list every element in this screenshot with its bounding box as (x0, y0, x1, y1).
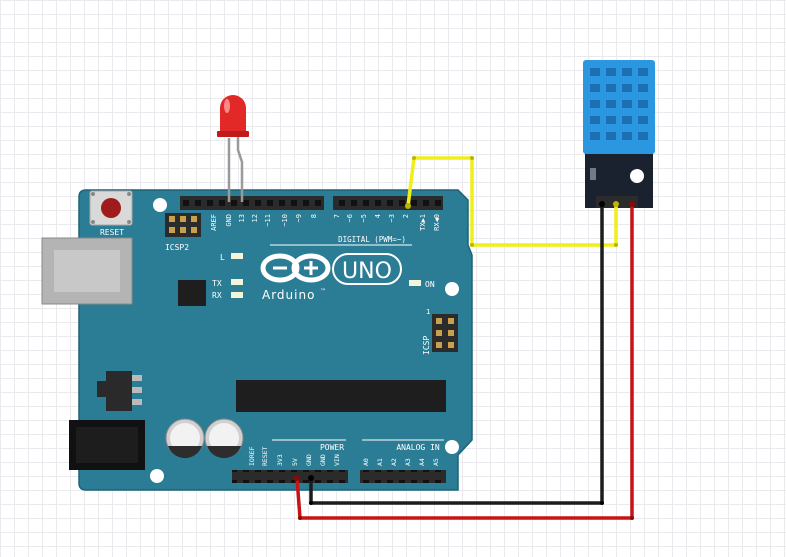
pin-label: 2 (402, 214, 410, 218)
pin-label: 5V (291, 458, 299, 466)
led-highlight (224, 99, 230, 113)
pin-label: GND (319, 454, 327, 466)
usb-connector (41, 237, 133, 305)
pin-label: A2 (390, 458, 398, 466)
digital-label: DIGITAL (PWM=~) (338, 235, 406, 244)
signal-wire (406, 156, 618, 247)
sensor-housing (583, 60, 655, 154)
pin-label: VIN (333, 454, 341, 466)
wire-endpoints (294, 156, 635, 520)
pin-label: ~3 (388, 214, 396, 222)
board-pcb (78, 189, 473, 491)
led-rx-label: RX (212, 291, 222, 300)
arduino-logo (260, 253, 331, 283)
reset-button[interactable] (89, 190, 133, 226)
dht11-sensor (583, 60, 655, 208)
reset-label: RESET (100, 228, 124, 237)
sensor-grille (590, 68, 648, 140)
pin-label: ~5 (360, 214, 368, 222)
pin-label: ~10 (281, 214, 289, 227)
red-led (217, 95, 249, 202)
mounting-hole (445, 282, 459, 296)
digital-pin-labels: AREF GND 13 12 ~11 ~10 ~9 8 7 ~6 ~5 4 ~3… (210, 214, 441, 231)
pin-label: 8 (310, 214, 318, 218)
power-pin-labels: IOREF RESET 3V3 5V GND GND VIN A0 A1 A2 … (248, 446, 440, 466)
uno-label: UNO (342, 259, 392, 284)
led-l (231, 253, 243, 259)
trademark: ™ (320, 288, 326, 295)
icsp-pin1: 1 (426, 308, 430, 316)
usb-chip (178, 280, 206, 306)
pin-label: A1 (376, 458, 384, 466)
icsp2-label: ICSP2 (165, 243, 189, 252)
pin-label: ~9 (295, 214, 303, 222)
pin-label: A5 (432, 458, 440, 466)
capacitor (165, 418, 205, 459)
pin-label: GND (305, 454, 313, 466)
pin-label: ~6 (346, 214, 354, 222)
pin-label: 12 (251, 214, 259, 222)
icsp-label: ICSP (422, 336, 431, 355)
led-rx (231, 292, 243, 298)
pin-label: RESET (261, 446, 269, 466)
pin-label: 4 (374, 214, 382, 218)
led-rim (217, 131, 249, 137)
pin-label: A4 (418, 458, 426, 466)
dc-power-jack (69, 420, 145, 470)
sensor-smd (590, 168, 596, 180)
mounting-hole (150, 469, 164, 483)
pin-label: ~11 (264, 214, 272, 227)
pin-label: TX▶1 (419, 214, 427, 231)
pin-label: A0 (362, 458, 370, 466)
sensor-mount-hole (630, 169, 644, 183)
atmega-chip (236, 380, 446, 412)
gnd-wire (309, 204, 604, 505)
led-body (220, 95, 246, 133)
icsp-header (432, 314, 458, 352)
power-label: POWER (320, 443, 344, 452)
arduino-wordmark: Arduino (262, 288, 315, 302)
pin-label: AREF (210, 214, 218, 231)
capacitor (204, 418, 244, 459)
power-header (232, 470, 348, 483)
mounting-hole (445, 440, 459, 454)
pin-label: 13 (238, 214, 246, 222)
uno-badge (332, 253, 402, 285)
led-tx (231, 279, 243, 285)
pin-label: IOREF (248, 446, 256, 466)
analog-header (360, 470, 446, 483)
led-l-label: L (220, 253, 225, 262)
pin-label: A3 (404, 458, 412, 466)
vcc-wire (295, 204, 634, 520)
digital-header-left (180, 196, 324, 210)
led-on (409, 280, 421, 286)
analog-label: ANALOG IN (396, 443, 440, 452)
led-leg-anode (236, 136, 244, 202)
voltage-regulator (97, 371, 142, 411)
arduino-uno-board: RESET ICSP2 AREF GND 13 12 ~11 ~10 ~9 8 … (41, 189, 473, 491)
digital-header-right (333, 196, 443, 210)
pin-label: 3V3 (276, 454, 284, 466)
pin-label: 7 (333, 214, 341, 218)
mounting-hole (153, 198, 167, 212)
icsp2-header (165, 213, 201, 237)
on-label: ON (425, 280, 435, 289)
led-tx-label: TX (212, 279, 222, 288)
pin-label: GND (225, 214, 233, 227)
pin-label: RX◀0 (433, 214, 441, 231)
